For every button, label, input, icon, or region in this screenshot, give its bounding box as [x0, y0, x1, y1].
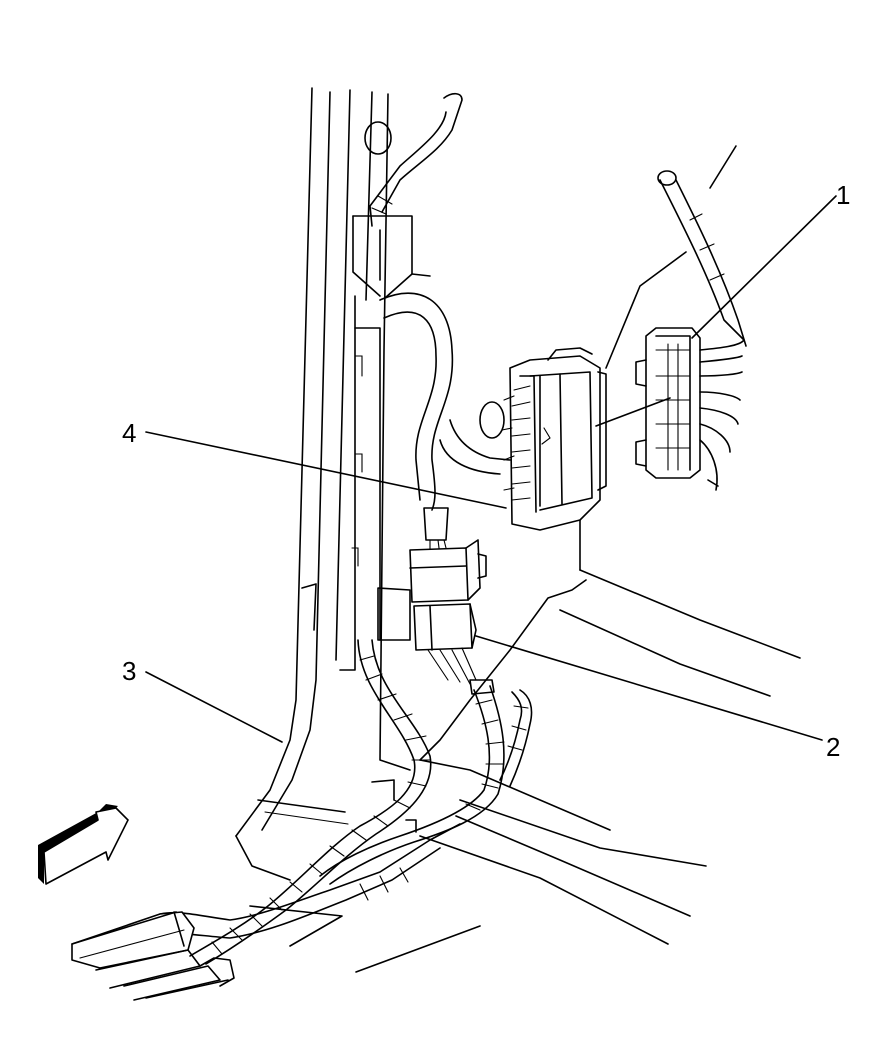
callout-4: 4 [122, 418, 136, 448]
leader-line-3 [145, 671, 283, 743]
leader-line-mating [595, 397, 671, 427]
leader-line-2 [475, 635, 823, 741]
upper-harness [369, 92, 463, 227]
leader-line-1 [691, 195, 837, 339]
loop-harness [379, 292, 511, 557]
floor-panel [249, 145, 801, 973]
callout-1: 1 [836, 180, 850, 210]
connector-1 [635, 170, 747, 491]
pillar-panel [235, 87, 431, 881]
leader-lines [145, 195, 837, 743]
front-direction-arrow-icon [38, 804, 129, 885]
connector-4 [501, 347, 607, 531]
lower-harness [71, 639, 533, 1001]
connector-2 [409, 539, 487, 685]
leader-line-4 [145, 431, 507, 509]
callout-2: 2 [826, 732, 840, 762]
callout-3: 3 [122, 656, 136, 686]
